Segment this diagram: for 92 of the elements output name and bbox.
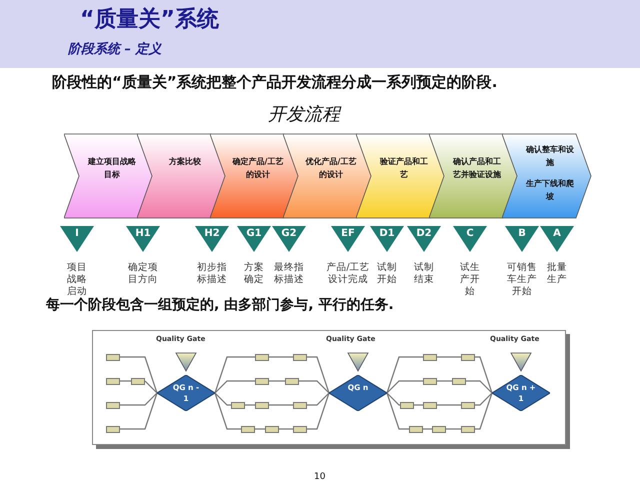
connector-line bbox=[386, 356, 423, 394]
connector-line bbox=[475, 356, 493, 394]
task-box bbox=[106, 402, 120, 409]
milestone-label: 试制开始 bbox=[377, 262, 397, 286]
task-box bbox=[432, 426, 446, 433]
gate-code: G2 bbox=[280, 228, 298, 239]
task-box bbox=[106, 426, 120, 433]
task-box bbox=[423, 378, 437, 385]
task-box bbox=[255, 378, 269, 385]
connector-line bbox=[279, 428, 293, 430]
stage-label: 建立项目战略目标 bbox=[86, 156, 137, 181]
task-box bbox=[255, 354, 269, 361]
gate-code: D1 bbox=[378, 228, 396, 239]
gate-code: I bbox=[74, 228, 80, 239]
task-box bbox=[131, 378, 145, 385]
gate-code: B bbox=[517, 228, 527, 239]
stage-label: 优化产品/工艺的设计 bbox=[305, 156, 357, 181]
milestone-label: 初步指标描述 bbox=[196, 262, 228, 286]
task-box bbox=[255, 402, 269, 409]
stage-label: 确认产品和工艺并验证设施 bbox=[452, 156, 502, 181]
connector-line bbox=[245, 404, 255, 406]
task-box bbox=[231, 402, 245, 409]
milestone-label: 试生产开始 bbox=[459, 262, 481, 298]
task-box bbox=[106, 354, 120, 361]
connector-line bbox=[269, 380, 285, 382]
connector-line bbox=[386, 392, 400, 406]
connector-line bbox=[120, 380, 131, 382]
stage-label: 方案比较 bbox=[168, 156, 202, 168]
connector-line bbox=[269, 404, 293, 406]
connector-line bbox=[120, 392, 158, 430]
task-box bbox=[285, 378, 299, 385]
task-box bbox=[293, 402, 307, 409]
milestone-label: 方案确定 bbox=[244, 262, 264, 286]
task-box bbox=[409, 426, 423, 433]
gate-code: H2 bbox=[203, 228, 221, 239]
task-box bbox=[265, 426, 279, 433]
stage-label: 确定产品/工艺的设计 bbox=[232, 156, 284, 181]
connector-line bbox=[255, 428, 265, 430]
connector-line bbox=[299, 380, 330, 394]
milestone-label: 批量生产 bbox=[547, 262, 567, 286]
section-heading: 开发流程 bbox=[268, 103, 340, 126]
description-text: 每一个阶段包含一组预定的, 由多部门参与, 平行的任务. bbox=[46, 296, 394, 314]
task-box bbox=[452, 378, 466, 385]
connector-line bbox=[466, 380, 492, 394]
gate-code: G1 bbox=[245, 228, 263, 239]
connector-line bbox=[437, 356, 461, 358]
connector-line bbox=[214, 392, 241, 430]
gate-code: H1 bbox=[134, 228, 152, 239]
connector-line bbox=[386, 380, 423, 394]
title-text: “质量关”系统 bbox=[80, 6, 219, 34]
task-box bbox=[293, 354, 307, 361]
connector-line bbox=[120, 356, 158, 394]
milestone-label: 项目战略启动 bbox=[66, 262, 88, 297]
gate-code: A bbox=[552, 228, 562, 239]
milestone-label: 确定项目方向 bbox=[127, 262, 159, 286]
task-box bbox=[400, 402, 414, 409]
connector-line bbox=[446, 428, 461, 430]
connector-line bbox=[120, 392, 158, 406]
milestone-label: 可销售车生产开始 bbox=[506, 262, 538, 298]
connector-line bbox=[475, 392, 492, 406]
stage-label: 验证产品和工艺 bbox=[378, 156, 429, 181]
subtitle-text: 阶段系统 – 定义 bbox=[68, 40, 162, 58]
milestone-label: 试制结束 bbox=[414, 262, 434, 286]
connector-line bbox=[437, 404, 461, 406]
connector-line bbox=[386, 392, 409, 430]
milestone-label: 最终指标描述 bbox=[273, 262, 305, 286]
connector-line bbox=[269, 356, 293, 358]
connector-line bbox=[307, 392, 330, 430]
task-box bbox=[106, 378, 120, 385]
gate-code: D2 bbox=[415, 228, 433, 239]
gate-code: C bbox=[465, 228, 475, 239]
connector-line bbox=[214, 356, 255, 394]
connector-line bbox=[437, 380, 452, 382]
task-box bbox=[423, 402, 437, 409]
stage-label: 确认整车和设施 bbox=[524, 144, 575, 169]
task-box bbox=[461, 402, 475, 409]
intro-text: 阶段性的“质量关”系统把整个产品开发流程分成一系列预定的阶段. bbox=[52, 72, 498, 92]
task-box bbox=[293, 426, 307, 433]
connector-line bbox=[144, 380, 158, 394]
connector-line bbox=[214, 392, 231, 406]
connector-line bbox=[475, 392, 493, 430]
task-box bbox=[461, 426, 475, 433]
task-box bbox=[461, 354, 475, 361]
task-box bbox=[423, 354, 437, 361]
stage-label: 生产下线和爬坡 bbox=[524, 178, 575, 203]
connector-line bbox=[307, 392, 330, 406]
milestone-label: 产品/工艺设计完成 bbox=[325, 262, 371, 286]
gate-code: EF bbox=[340, 228, 356, 239]
task-box bbox=[241, 426, 255, 433]
page-number: 10 bbox=[314, 472, 326, 482]
connector-line bbox=[214, 380, 255, 394]
connector-line bbox=[307, 356, 330, 394]
